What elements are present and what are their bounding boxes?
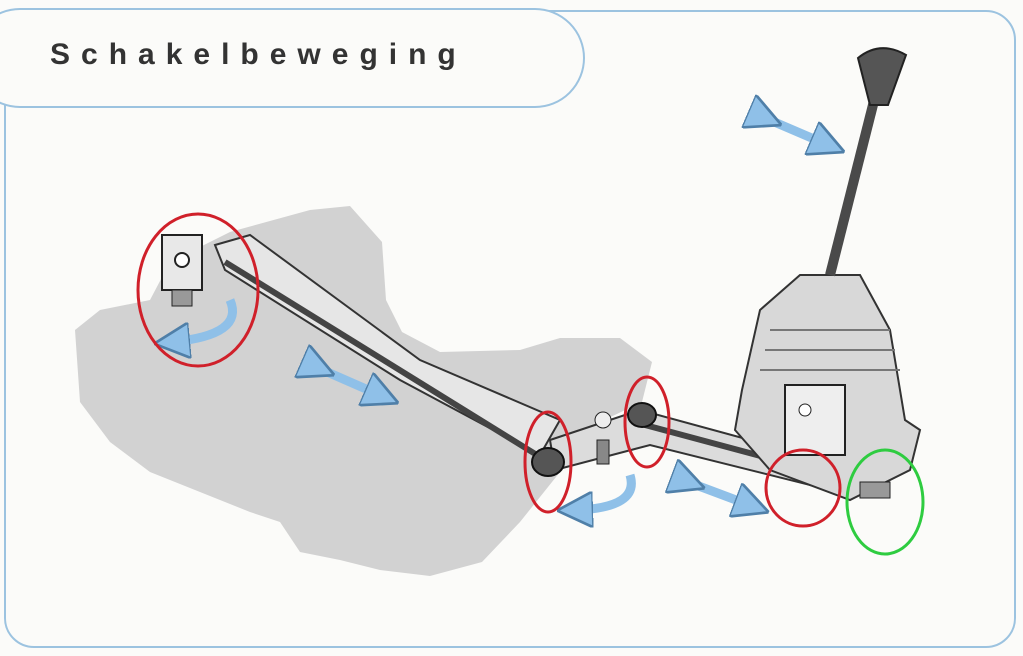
highlight-relay-right bbox=[623, 375, 671, 469]
highlight-gearbox-joint bbox=[136, 212, 260, 368]
page-title: Schakelbeweging bbox=[50, 38, 467, 71]
rotation-arrow-gearbox bbox=[172, 298, 237, 342]
gear-lever bbox=[825, 47, 908, 277]
bar-motion-arrow bbox=[688, 482, 752, 506]
relay-lever bbox=[531, 402, 657, 477]
rod-motion-arrow bbox=[318, 368, 382, 396]
highlight-shifter-clamp bbox=[764, 448, 842, 528]
lever-motion-arrow bbox=[765, 118, 828, 145]
gearbox-joint bbox=[161, 234, 203, 307]
shifter-housing bbox=[733, 274, 922, 502]
title-pill bbox=[0, 8, 585, 108]
highlight-relay-left bbox=[523, 410, 573, 514]
rotation-arrow-relay bbox=[575, 473, 636, 510]
highlight-shifter-bushing bbox=[845, 448, 925, 556]
